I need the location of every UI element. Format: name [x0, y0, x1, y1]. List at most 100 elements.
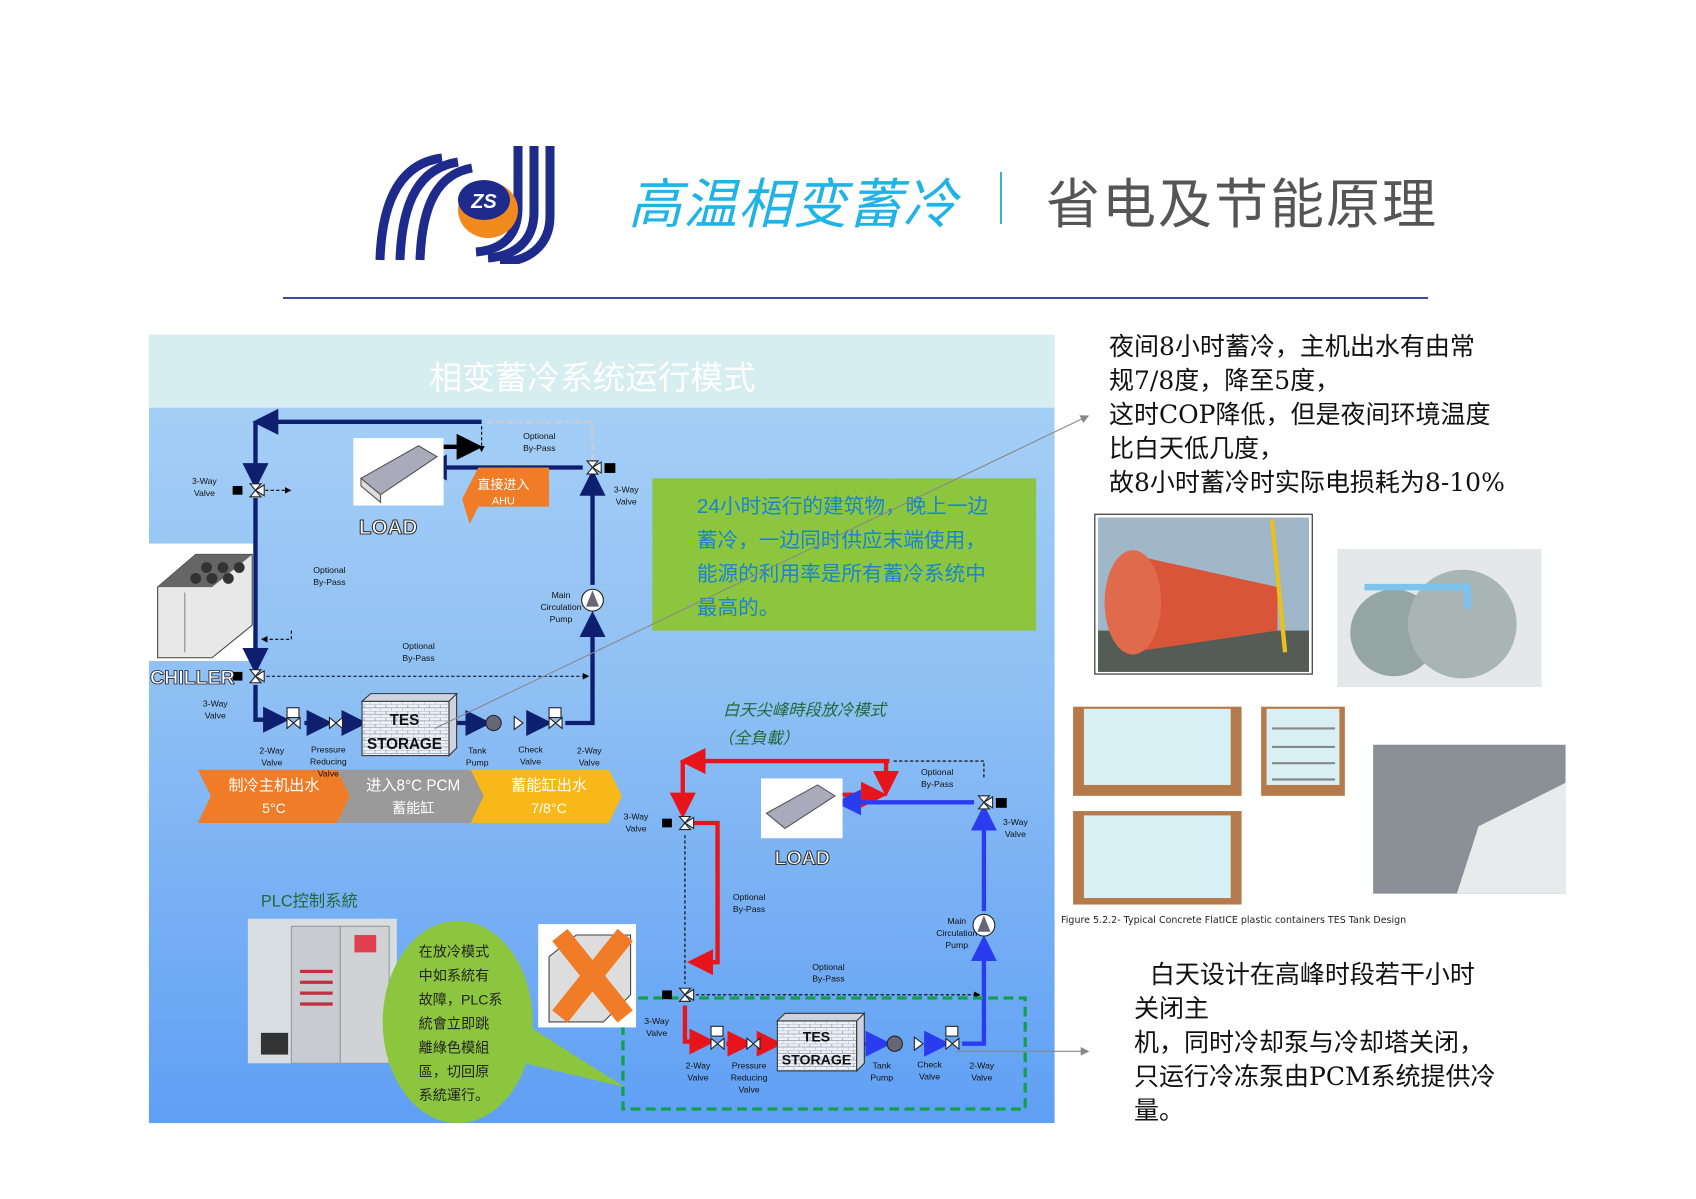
diagram-header-band	[148, 334, 1055, 408]
label-line: Valve	[739, 1085, 760, 1095]
label-line: By-Pass	[812, 974, 845, 984]
pointer-line-night	[434, 415, 1090, 729]
title-sub: 省电及节能原理	[1046, 173, 1438, 236]
title-separator	[1000, 172, 1002, 224]
day-discharge-note: 白天设计在高峰时段若干小时 关闭主 机，同时冷却泵与冷却塔关闭， 只运行冷冻泵由…	[1134, 958, 1496, 1128]
chiller-disabled	[538, 924, 637, 1028]
label-line: 3-Way	[644, 1016, 669, 1026]
photo-red-tank	[1094, 513, 1313, 675]
label-line: Optional	[812, 962, 844, 972]
svg-text:7/8°C: 7/8°C	[531, 800, 567, 816]
load-unit-top	[353, 438, 444, 506]
note-line: 关闭主	[1134, 994, 1210, 1023]
svg-text:STORAGE: STORAGE	[367, 736, 442, 753]
note-line: 机，同时冷却泵与冷却塔关闭，	[1134, 1028, 1485, 1057]
label-line: 3-Way	[1003, 817, 1028, 827]
banner-tank-outlet: 蓄能缸出水 7/8°C	[470, 769, 622, 824]
label-line: Check	[518, 744, 543, 754]
svg-text:（全負載）: （全負載）	[718, 730, 799, 748]
label-line: Valve	[194, 488, 215, 498]
label-line: Pressure	[311, 744, 346, 754]
label-line: By-Pass	[523, 443, 556, 453]
title-main: 高温相变蓄冷	[628, 173, 958, 236]
discharge-mode-title: 白天尖峰時段放冷模式 （全負載）	[718, 701, 889, 747]
label-line: Pump	[945, 940, 968, 950]
label-line: Pump	[870, 1073, 893, 1083]
svg-text:蓄能缸出水: 蓄能缸出水	[511, 776, 587, 794]
label-line: Main	[552, 590, 571, 600]
diagram-title: 相变蓄冷系统运行模式	[429, 359, 755, 396]
label-line: Valve	[687, 1073, 708, 1083]
svg-text:24小时运行的建筑物，晚上一边: 24小时运行的建筑物，晚上一边	[697, 495, 989, 518]
label-line: Reducing	[731, 1073, 768, 1083]
label-line: Pressure	[732, 1061, 767, 1071]
label-line: 3-Way	[203, 699, 228, 709]
label-line: 3-Way	[624, 812, 649, 822]
label-line: 2-Way	[969, 1061, 994, 1071]
svg-text:故障，PLC系: 故障，PLC系	[419, 992, 503, 1008]
label-line: By-Pass	[313, 577, 346, 587]
plc-title: PLC控制系統	[261, 893, 358, 911]
svg-text:統會立即跳: 統會立即跳	[419, 1015, 490, 1031]
svg-text:STORAGE: STORAGE	[782, 1051, 852, 1067]
tes-storage-bottom: TES STORAGE	[776, 1011, 866, 1073]
plc-cabinet-photo	[247, 918, 397, 1064]
label-line: Pump	[550, 614, 573, 624]
chiller-unit	[157, 553, 253, 659]
svg-text:蓄冷，一边同时供应末端使用，: 蓄冷，一边同时供应末端使用，	[697, 529, 986, 552]
label-line: Optional	[402, 641, 434, 651]
svg-text:最高的。: 最高的。	[697, 596, 780, 619]
label-line: Tank	[468, 745, 487, 755]
svg-text:在放冷模式: 在放冷模式	[419, 944, 490, 960]
cross-icon	[552, 928, 633, 1023]
header-rule	[283, 297, 1428, 299]
green-note-box	[652, 478, 1037, 631]
note-line: 这时COP降低，但是夜间环境温度	[1109, 400, 1491, 429]
load-unit-bottom	[761, 778, 843, 839]
fault-note-bubble: 在放冷模式 中如系統有 故障，PLC系 統會立即跳 離綠色模組 區，切回原 系統…	[382, 920, 626, 1124]
label-line: Valve	[919, 1072, 940, 1082]
svg-text:蓄能缸: 蓄能缸	[392, 800, 434, 816]
label-line: Valve	[318, 768, 339, 778]
label-line: 2-Way	[686, 1061, 711, 1071]
svg-text:直接进入: 直接进入	[477, 477, 529, 492]
load-label-bottom: LOAD	[775, 847, 830, 869]
svg-text:離綠色模組: 離綠色模組	[419, 1039, 490, 1055]
svg-text:AHU: AHU	[492, 495, 515, 507]
label-line: Valve	[646, 1028, 667, 1038]
svg-text:白天尖峰時段放冷模式: 白天尖峰時段放冷模式	[723, 701, 889, 719]
tank-design-drawing	[1073, 706, 1345, 905]
svg-text:中如系統有: 中如系統有	[419, 968, 490, 984]
label-line: Optional	[523, 431, 555, 441]
svg-text:进入8°C PCM: 进入8°C PCM	[366, 777, 460, 794]
label-line: Valve	[579, 757, 600, 767]
load-label-top: LOAD	[359, 516, 418, 539]
svg-text:系統運行。: 系統運行。	[419, 1087, 490, 1103]
photo-ice-containers	[1373, 744, 1566, 894]
svg-text:ZS: ZS	[470, 191, 497, 213]
label-line: Valve	[971, 1073, 992, 1083]
label-line: Pump	[466, 757, 489, 767]
label-line: Circulation	[540, 602, 581, 612]
figure-caption: Figure 5.2.2- Typical Concrete FlatICE p…	[1061, 915, 1407, 926]
label-line: Tank	[873, 1061, 892, 1071]
